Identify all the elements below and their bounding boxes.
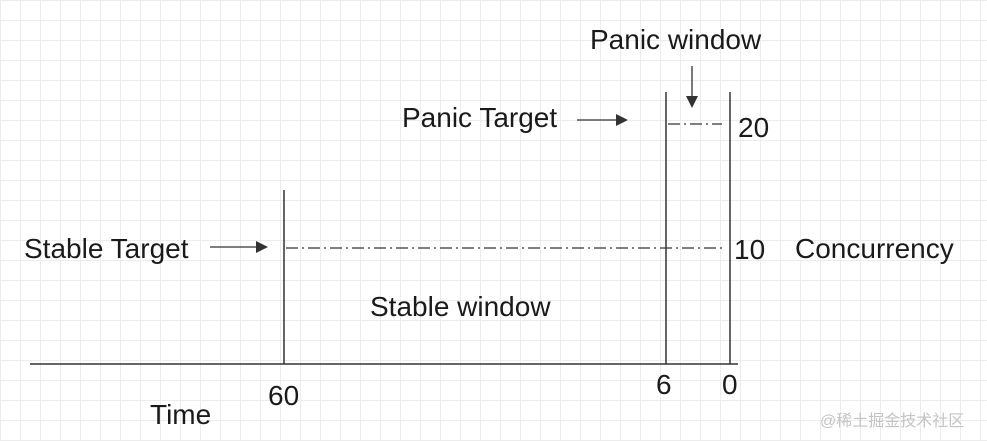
x-tick-0: 0	[722, 369, 738, 400]
panic-target-arrow	[577, 114, 628, 126]
panic-window-arrow	[686, 66, 698, 108]
stable-window-label: Stable window	[370, 291, 551, 322]
concurrency-label: Concurrency	[795, 233, 954, 264]
x-tick-6: 6	[656, 369, 672, 400]
panic-target-label: Panic Target	[402, 102, 558, 133]
stable-target-label: Stable Target	[24, 233, 189, 264]
y-tick-10: 10	[734, 234, 766, 265]
watermark: @稀土掘金技术社区	[820, 413, 965, 430]
y-tick-20: 20	[738, 112, 770, 143]
panic-window-label: Panic window	[590, 24, 762, 55]
stable-target-arrow	[210, 241, 268, 253]
x-tick-60: 60	[268, 380, 300, 411]
time-label: Time	[150, 399, 212, 430]
